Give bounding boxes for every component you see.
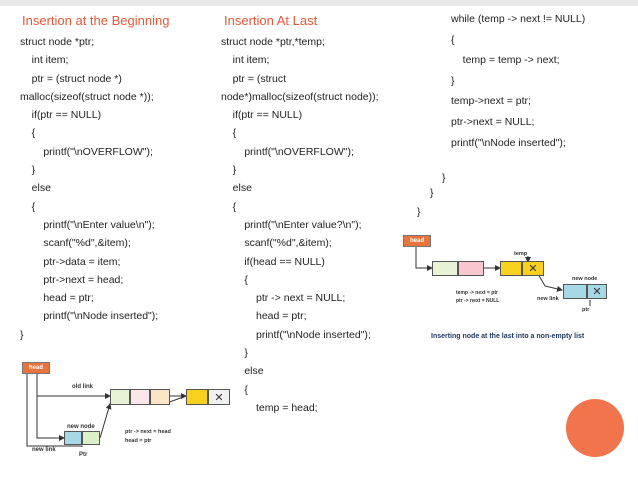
- code-line: printf("\nEnter value?\n");: [221, 218, 362, 231]
- new-null-x-icon: ✕: [587, 284, 607, 299]
- left-node1-next: [130, 389, 150, 405]
- code-line: printf("\nNode inserted");: [20, 310, 159, 323]
- code-line: head = ptr;: [221, 310, 307, 323]
- right-tail-data: [500, 261, 522, 276]
- note-temp-next-ptr: temp -> next = ptr: [456, 290, 498, 296]
- heading-insertion-last: Insertion At Last: [224, 13, 318, 28]
- code-line: }: [221, 164, 237, 177]
- code-insertion-last: struct node *ptr,*temp; int item; ptr = …: [221, 36, 379, 420]
- code-line: }: [221, 347, 248, 360]
- code-line: ptr->next = NULL;: [451, 115, 535, 128]
- code-insertion-beginning: struct node *ptr; int item; ptr = (struc…: [20, 36, 158, 347]
- code-line: ptr = (struct node *): [20, 72, 122, 85]
- left-node2-data: [150, 389, 170, 405]
- code-line: int item;: [20, 54, 69, 67]
- code-line: temp = temp -> next;: [451, 54, 560, 67]
- new-link-line: [26, 371, 83, 447]
- code-line: ptr->data = item;: [20, 255, 121, 268]
- code-line: scanf("%d",&item);: [221, 237, 332, 250]
- code-line: }: [20, 328, 24, 341]
- code-line: printf("\nNode inserted");: [451, 136, 566, 149]
- code-line: {: [221, 383, 248, 396]
- closing-brace-2: }: [430, 187, 434, 199]
- code-line: ptr = (struct: [221, 72, 287, 85]
- ptr-label-right: ptr: [582, 307, 590, 313]
- code-line: {: [221, 127, 237, 140]
- code-line: int item;: [221, 54, 270, 67]
- code-line: while (temp -> next != NULL): [451, 13, 586, 25]
- code-line: printf("\nEnter value\n");: [20, 218, 155, 231]
- head-tag-left: head: [22, 362, 50, 374]
- head-arrow: [415, 244, 433, 271]
- code-line: {: [20, 127, 36, 140]
- diagram-caption: Inserting node at the last into a non-em…: [431, 333, 585, 340]
- code-line: printf("\nNode inserted");: [221, 328, 371, 341]
- new-node-label-left: new node: [67, 424, 95, 430]
- closing-brace-3: }: [417, 206, 421, 218]
- new-link-label-left: new link: [32, 447, 56, 453]
- code-line: ptr->next = head;: [20, 273, 124, 286]
- new-node-next: [82, 431, 100, 445]
- code-line: head = ptr;: [20, 292, 94, 305]
- code-line: {: [20, 200, 36, 213]
- code-line: else: [221, 365, 264, 378]
- code-line: if(head == NULL): [221, 255, 325, 268]
- code-line: ptr -> next = NULL;: [221, 292, 346, 305]
- code-line: else: [221, 182, 252, 195]
- code-line: {: [221, 200, 237, 213]
- top-bar: [0, 0, 638, 6]
- old-link-label: old link: [72, 384, 93, 390]
- null-x-icon: ✕: [208, 389, 230, 405]
- code-line: if(ptr == NULL): [20, 109, 102, 122]
- new-node-data: [64, 431, 82, 445]
- code-insertion-last-continued: while (temp -> next != NULL) { temp = tem…: [451, 13, 585, 157]
- right-node1-data: [432, 261, 458, 276]
- new-link-label-right: new link: [537, 296, 559, 302]
- code-line: struct node *ptr;: [20, 36, 95, 48]
- right-new-node-data: [563, 284, 587, 299]
- new-node-next-arrow: [99, 403, 112, 439]
- code-line: struct node *ptr,*temp;: [221, 36, 325, 48]
- code-line: temp = head;: [221, 401, 318, 414]
- new-link-arrow: [36, 396, 65, 441]
- code-line: printf("\nOVERFLOW");: [221, 145, 354, 158]
- decorative-circle: [566, 399, 624, 457]
- old-null-x-icon: ✕: [522, 261, 544, 276]
- left-tail-data: [186, 389, 208, 405]
- code-line: {: [451, 33, 455, 46]
- temp-label: temp: [514, 251, 528, 257]
- head-tag-right: head: [403, 235, 431, 247]
- code-line: }: [451, 74, 455, 87]
- code-line: temp->next = ptr;: [451, 95, 531, 108]
- note-head-ptr: head = ptr: [125, 438, 152, 444]
- closing-brace-1: }: [442, 172, 446, 184]
- code-line: scanf("%d",&item);: [20, 237, 131, 250]
- note-ptr-next-null: ptr -> next = NULL: [456, 298, 500, 304]
- code-line: if(ptr == NULL): [221, 109, 303, 122]
- left-node1-data: [110, 389, 130, 405]
- code-line: node*)malloc(sizeof(struct node));: [221, 90, 379, 103]
- new-node-label-right: new node: [572, 276, 598, 282]
- ptr-label-left: Ptr: [79, 452, 88, 458]
- code-line: {: [221, 273, 248, 286]
- right-node1-next: [458, 261, 484, 276]
- code-line: else: [20, 182, 51, 195]
- code-line: }: [20, 164, 36, 177]
- note-ptr-next-head: ptr -> next = head: [125, 429, 171, 435]
- new-link-arrow-right: [536, 271, 563, 292]
- code-line: printf("\nOVERFLOW");: [20, 145, 153, 158]
- heading-insertion-beginning: Insertion at the Beginning: [22, 13, 170, 28]
- code-line: malloc(sizeof(struct node *));: [20, 90, 154, 103]
